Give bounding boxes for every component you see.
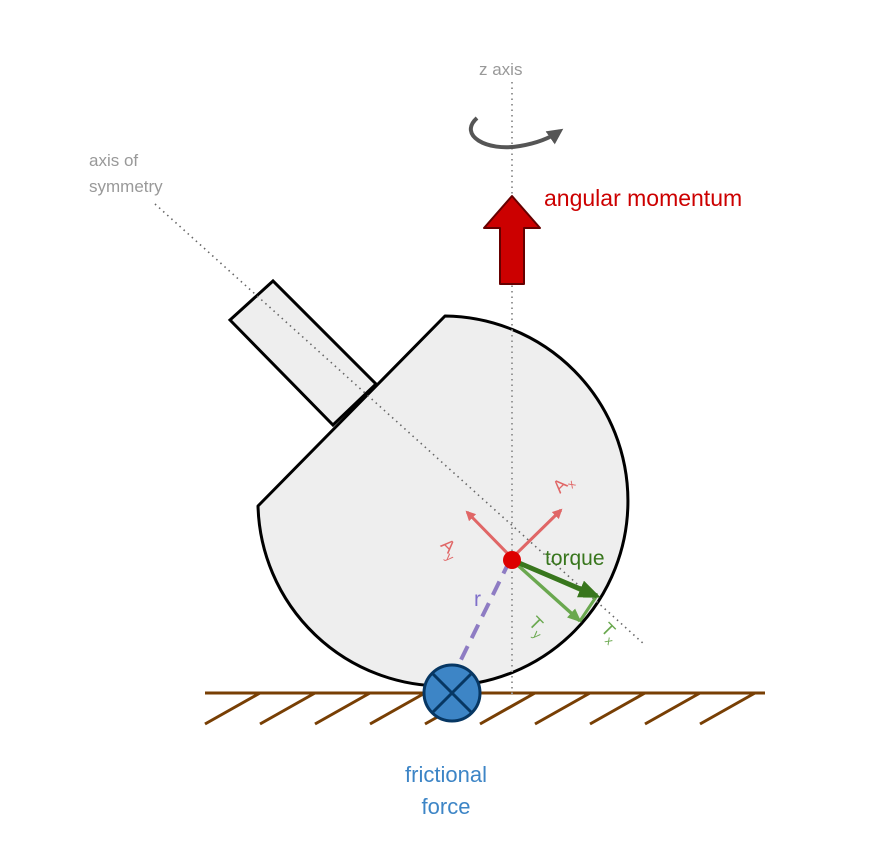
- t-y-arrow: [510, 558, 582, 623]
- t-link-line: [578, 596, 598, 622]
- a-x-arrow: [510, 508, 563, 560]
- top-body: [256, 314, 630, 688]
- radius-label: r: [474, 588, 481, 611]
- radius-line: [453, 559, 512, 673]
- angular-momentum-label: angular momentum: [544, 185, 742, 211]
- t-x-label: T x: [597, 619, 619, 648]
- top-stem: [227, 278, 379, 428]
- frictional-force-label-line2: force: [422, 794, 471, 819]
- torque-arrow: [511, 557, 601, 599]
- torque-label: torque: [545, 547, 605, 570]
- frictional-force-icon: [422, 663, 482, 723]
- a-y-arrow: [465, 510, 514, 560]
- axis-of-symmetry-label-line2: symmetry: [89, 177, 163, 196]
- z-axis-label: z axis: [479, 60, 522, 79]
- angular-momentum-arrow: [483, 195, 541, 285]
- frictional-force-label-line1: frictional: [405, 762, 487, 787]
- center-of-mass-dot: [503, 551, 521, 569]
- ground: [204, 691, 765, 726]
- rotation-arrow-icon: [468, 116, 564, 150]
- axis-of-symmetry-label-line1: axis of: [89, 151, 138, 170]
